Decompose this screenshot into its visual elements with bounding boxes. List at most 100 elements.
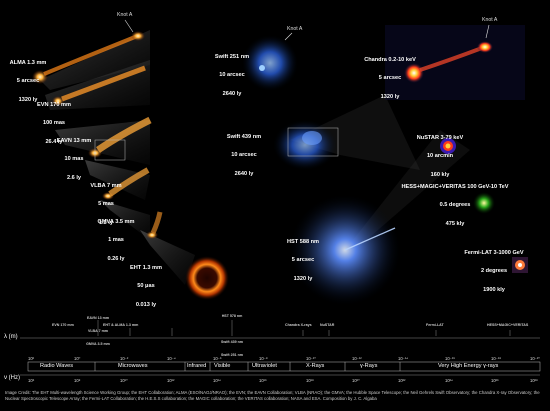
instrument-swift439: Swift 439 nm bbox=[221, 340, 243, 345]
evn-core bbox=[52, 96, 64, 106]
swift-251-label: Swift 251 nm 10 arcsec 2640 ly bbox=[210, 41, 254, 110]
gmva-name: GMVA 3.5 mm bbox=[97, 218, 135, 225]
nu-tick: 10⁸ bbox=[74, 378, 81, 383]
evn-label: EVN 170 mm 100 mas 26.4 ly bbox=[32, 89, 76, 158]
hst-name: HST 588 nm bbox=[286, 238, 320, 245]
knot-a-label-chandra: Knot A bbox=[482, 17, 498, 23]
fermi-name: Fermi-LAT 3-1000 GeV bbox=[464, 249, 524, 256]
eavn-jet bbox=[96, 116, 152, 153]
nu-tick: 10¹² bbox=[167, 378, 175, 383]
eht-label: EHT 1.3 mm 50 μas 0.013 ly bbox=[124, 252, 168, 321]
band-bar bbox=[27, 361, 541, 372]
swift-439-name: Swift 439 nm bbox=[226, 133, 262, 140]
fermi-center bbox=[518, 263, 522, 267]
eht-resolution: 50 μas bbox=[137, 283, 155, 290]
knot-arrow bbox=[485, 24, 490, 39]
hst-resolution: 5 arcsec bbox=[291, 257, 315, 264]
nu-tick: 10²⁴ bbox=[445, 378, 453, 383]
nu-tick: 10²² bbox=[398, 378, 406, 383]
eht-black-hole-ring bbox=[185, 256, 229, 300]
alma-resolution: 5 arcsec bbox=[16, 78, 40, 85]
alma-knot bbox=[131, 31, 145, 41]
fermi-label: Fermi-LAT 3-1000 GeV 2 degrees 1900 kly bbox=[454, 237, 534, 306]
swift-251-name: Swift 251 nm bbox=[214, 53, 250, 60]
nustar-resolution: 10 arcmin bbox=[426, 153, 454, 160]
knot-arrow bbox=[284, 32, 293, 41]
nu-tick: 10²⁶ bbox=[491, 378, 499, 383]
eavn-label: EAVN 13 mm 10 mas 2.6 ly bbox=[52, 125, 96, 194]
nu-axis-title: ν (Hz) bbox=[4, 375, 20, 381]
eht-name: EHT 1.3 mm bbox=[129, 264, 163, 271]
chandra-label: Chandra 0.2-10 keV 5 arcsec 1320 ly bbox=[355, 44, 425, 113]
gmva-size: 0.26 ly bbox=[107, 256, 125, 263]
hess-name: HESS+MAGIC+VERITAS 100 GeV-10 TeV bbox=[401, 183, 509, 190]
swift-251-image bbox=[242, 35, 298, 91]
nu-tick: 10¹⁸ bbox=[306, 378, 314, 383]
instrument-label-group-uvopt: HST 578 nm Swift 439 nm Swift 251 nm bbox=[210, 306, 254, 366]
band-infrared: Infrared bbox=[187, 363, 207, 369]
band-x-rays: X-Rays bbox=[306, 363, 325, 369]
chandra-knot bbox=[477, 41, 493, 53]
lambda-tick: 10² bbox=[28, 356, 35, 361]
lambda-tick: 10⁻² bbox=[120, 356, 129, 361]
nu-tick: 10¹⁴ bbox=[213, 378, 221, 383]
chandra-resolution: 5 arcsec bbox=[378, 75, 402, 82]
gmva-jet bbox=[150, 211, 163, 235]
hess-image bbox=[473, 192, 495, 214]
swift-439-label: Swift 439 nm 10 arcsec 2640 ly bbox=[222, 121, 266, 190]
zoom-box bbox=[94, 139, 126, 161]
knot-a-label-swift: Knot A bbox=[287, 26, 303, 32]
alma-label: ALMA 1.3 mm 5 arcsec 1320 ly bbox=[6, 47, 50, 116]
nu-tick: 10²⁸ bbox=[530, 378, 538, 383]
instrument-fermi: Fermi-LAT bbox=[426, 323, 444, 327]
chandra-field bbox=[385, 25, 525, 100]
evn-size: 26.4 ly bbox=[45, 139, 63, 146]
instrument-eavn: EAVN 13 mm bbox=[86, 316, 110, 321]
zoom-cone bbox=[40, 30, 150, 90]
hess-label: HESS+MAGIC+VERITAS 100 GeV-10 TeV 0.5 de… bbox=[395, 171, 515, 240]
zoom-cone bbox=[85, 160, 150, 200]
alma-name: ALMA 1.3 mm bbox=[9, 59, 47, 66]
lambda-tick: 10⁻⁴ bbox=[167, 356, 176, 361]
instrument-swift251: Swift 251 nm bbox=[221, 353, 243, 358]
chandra-size: 1320 ly bbox=[380, 94, 400, 101]
eavn-name: EAVN 13 mm bbox=[56, 137, 92, 144]
band-very-high-energy-gamma-rays: Very High Energy γ-rays bbox=[438, 363, 499, 369]
instrument-gmva: GMVA 3.5 mm bbox=[86, 341, 110, 346]
instrument-vlba: VLBA 7 mm bbox=[87, 329, 109, 334]
chandra-core bbox=[404, 63, 424, 83]
alma-jet bbox=[43, 33, 141, 76]
instrument-markers bbox=[97, 320, 511, 336]
zoom-box bbox=[287, 127, 339, 157]
band-ultraviolet: Ultraviolet bbox=[252, 363, 277, 369]
knot-arrow bbox=[124, 19, 134, 33]
vlba-name: VLBA 7 mm bbox=[90, 182, 122, 189]
nustar-center bbox=[445, 143, 451, 149]
evn-jet bbox=[61, 65, 146, 102]
nu-tick: 10¹⁶ bbox=[259, 378, 267, 383]
chandra-name: Chandra 0.2-10 keV bbox=[364, 56, 416, 63]
hst-jet bbox=[344, 227, 396, 251]
band-microwaves: Microwaves bbox=[118, 363, 148, 369]
instrument-chandra: Chandra X-rays bbox=[285, 323, 312, 327]
lambda-tick: 10⁻⁶ bbox=[213, 356, 222, 361]
nu-tick: 10⁶ bbox=[28, 378, 35, 383]
chandra-jet bbox=[419, 46, 483, 72]
eavn-size: 2.6 ly bbox=[67, 175, 81, 182]
fermi-resolution: 2 degrees bbox=[480, 268, 508, 275]
instrument-nustar: NuSTAR bbox=[320, 323, 335, 327]
lambda-tick: 10⁰ bbox=[74, 356, 81, 361]
instrument-eht-alma: EHT & ALMA 1.3 mm bbox=[103, 323, 139, 327]
knot-a-label-alma: Knot A bbox=[117, 12, 133, 18]
zoom-cone bbox=[290, 95, 420, 170]
vlba-size: 1.3 ly bbox=[99, 220, 113, 227]
band-visible: Visible bbox=[214, 363, 231, 369]
image-credit: Image Credit: The EHT Multi-wavelength S… bbox=[5, 390, 540, 401]
evn-resolution: 100 mas bbox=[42, 120, 66, 127]
hess-resolution: 0.5 degrees bbox=[439, 202, 471, 209]
lambda-tick: 10⁻¹² bbox=[352, 356, 362, 361]
lambda-tick: 10⁻²⁰ bbox=[530, 356, 540, 361]
hess-size: 475 kly bbox=[445, 221, 465, 228]
band-radio-waves: Radio Waves bbox=[40, 363, 74, 369]
